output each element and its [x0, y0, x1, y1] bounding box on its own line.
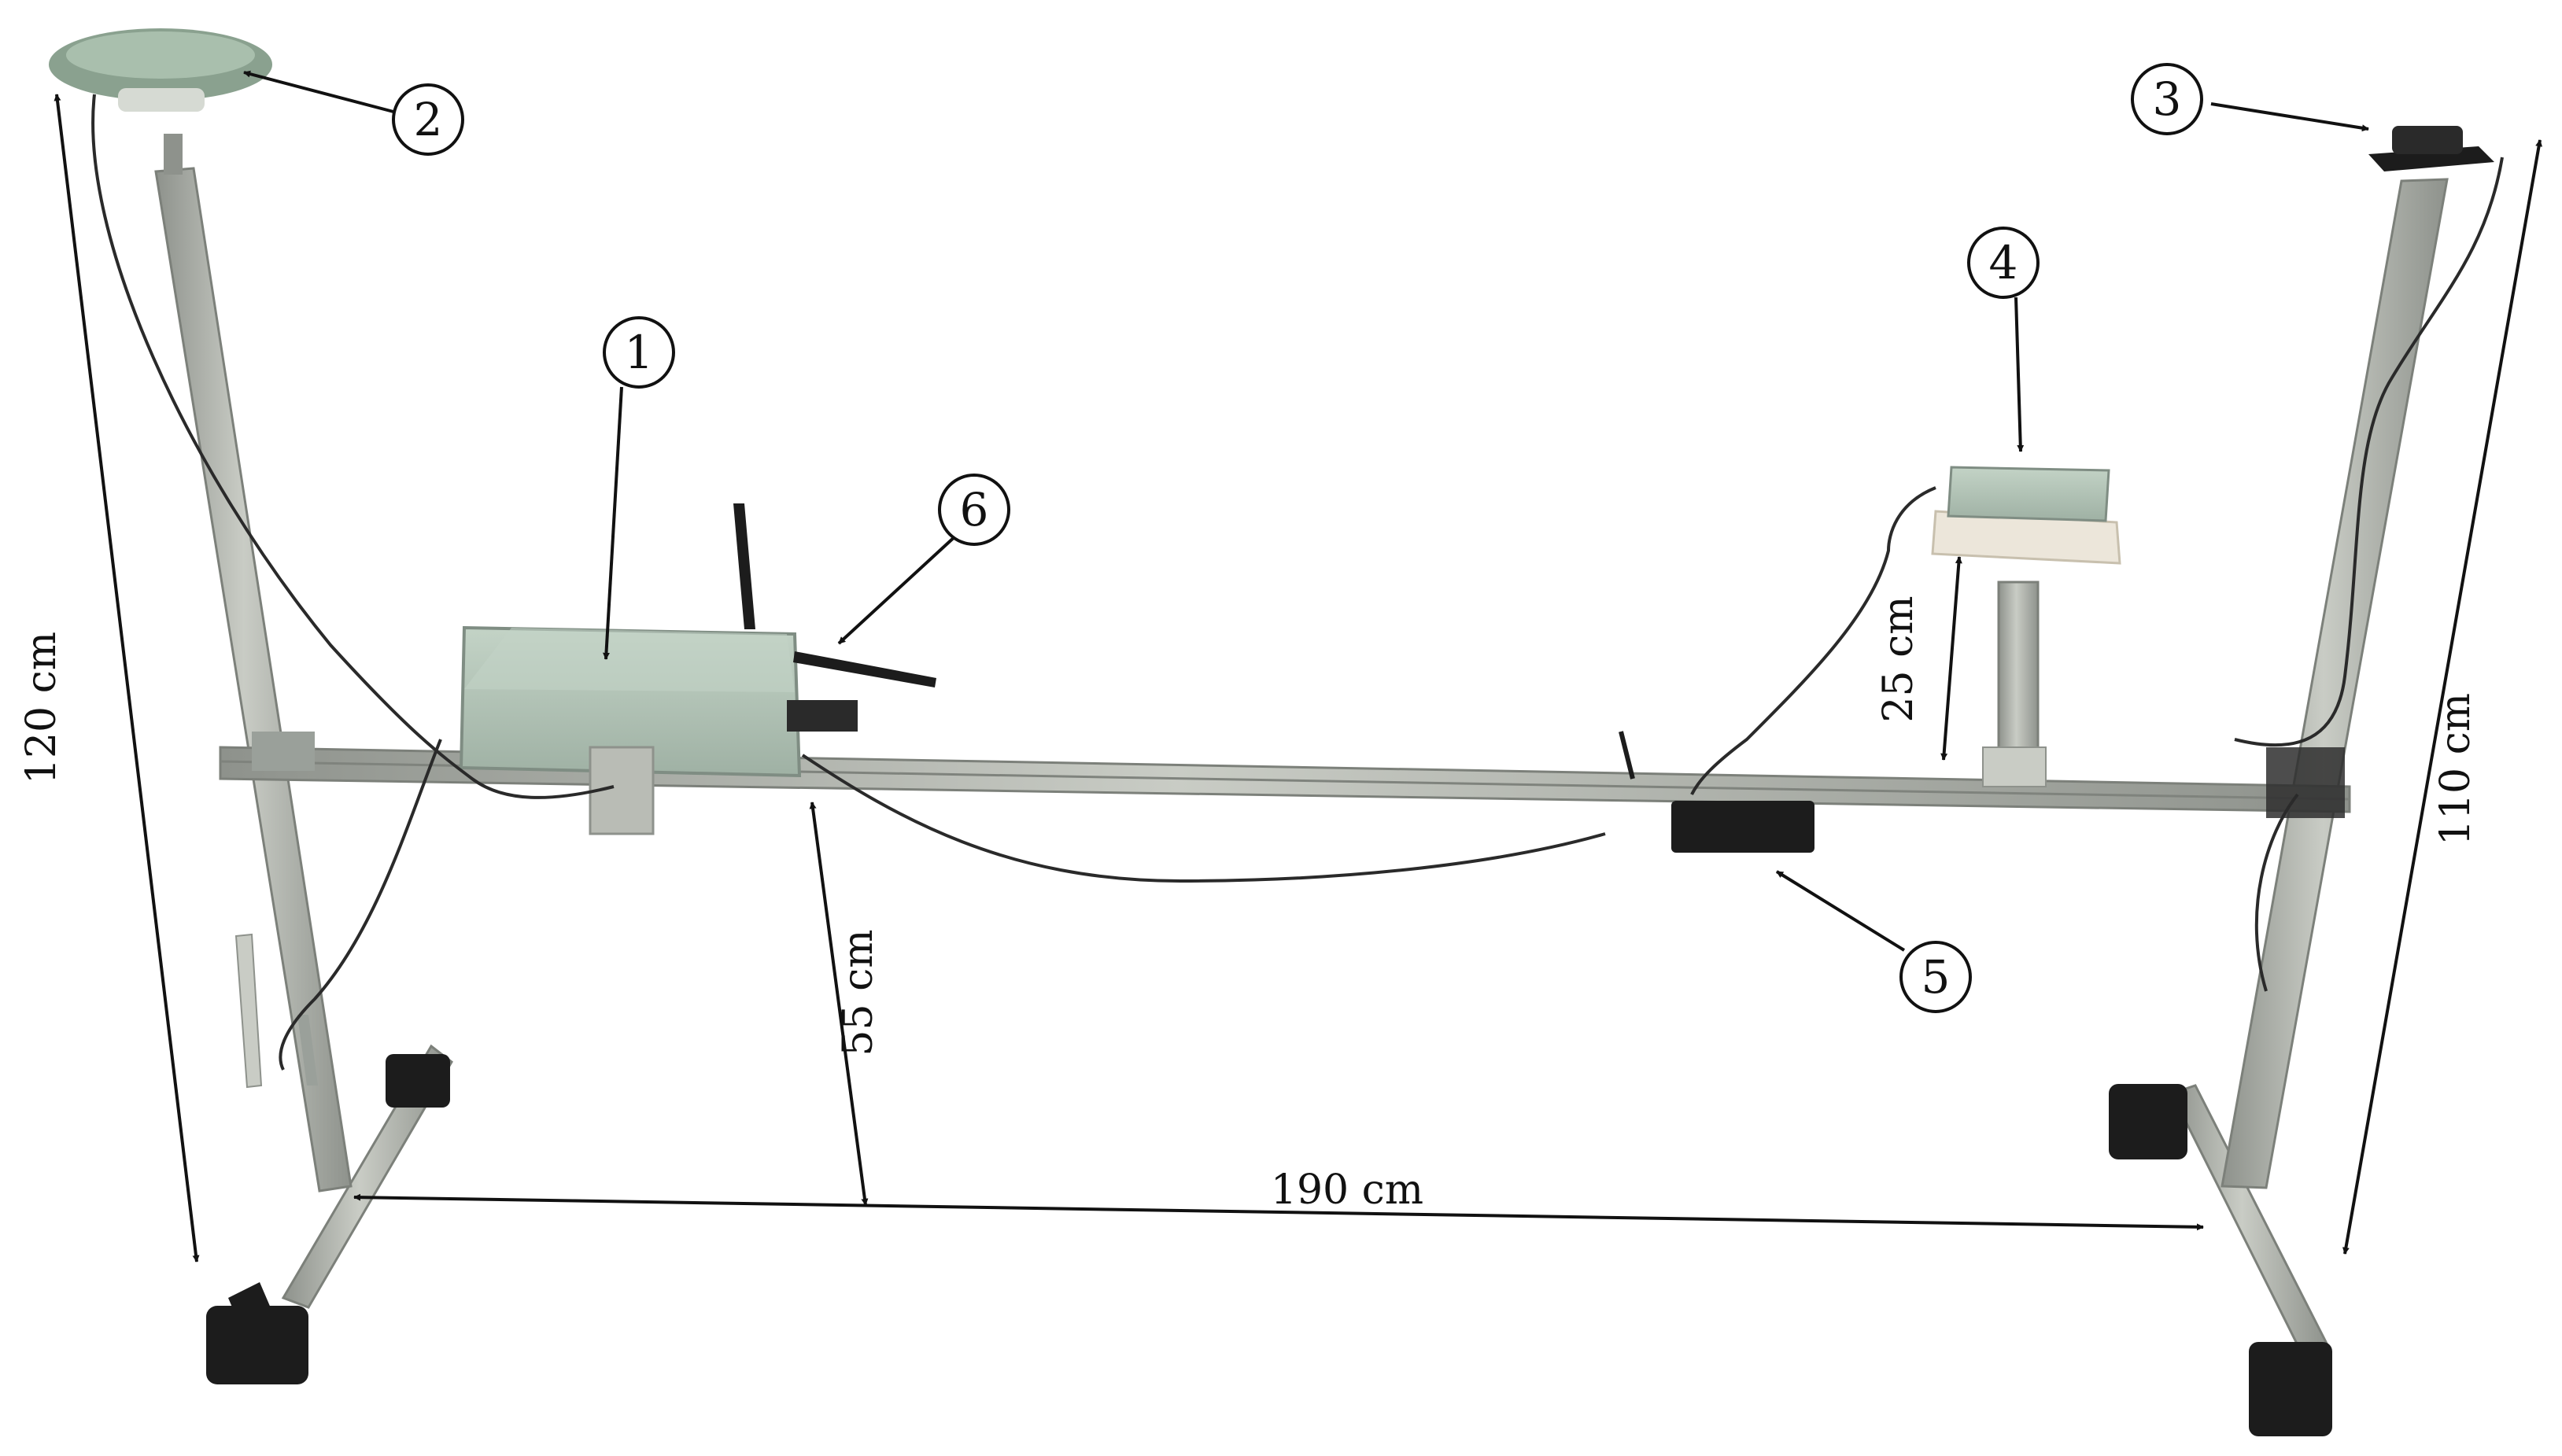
callout-number-5: 5: [1922, 950, 1951, 1004]
callout-circle-4: [1967, 227, 2040, 299]
imu-unit: [2368, 126, 2494, 171]
right-foot-back: [2109, 1084, 2187, 1159]
arrow-callout-5: [1775, 870, 1906, 952]
callout-circle-6: [938, 474, 1010, 546]
right-pole: [2221, 178, 2449, 1189]
arrow-callout-1: [602, 386, 623, 660]
dim-arrow-left-height: [54, 94, 200, 1262]
callout-number-2: 2: [414, 93, 443, 146]
dimension-labels: 120 cm 110 cm 190 cm 55 cm 25 cm: [18, 595, 2479, 1214]
dim-arrow-beam-height: [809, 802, 869, 1206]
right-base: [2109, 1084, 2332, 1436]
battery-box: [1619, 731, 1814, 853]
arrow-callout-3: [2210, 102, 2369, 132]
callout-circle-2: [392, 83, 464, 156]
callout-number-3: 3: [2153, 72, 2182, 126]
left-pole: [154, 134, 353, 1192]
dim-label-beam-height: 55 cm: [835, 929, 882, 1056]
left-foot-front: [206, 1306, 308, 1384]
dim-label-width: 190 cm: [1271, 1167, 1423, 1214]
dim-arrow-right-height: [2342, 139, 2543, 1255]
callout-circle-3: [2131, 63, 2203, 135]
gnss-antenna: [49, 28, 272, 112]
callout-circle-1: [603, 316, 675, 389]
cables: [91, 94, 2504, 1071]
arrow-callout-4: [2014, 297, 2025, 452]
callout-number-4: 4: [1989, 236, 2018, 289]
wifi-antennas: [733, 503, 936, 732]
left-foot-back: [386, 1054, 450, 1108]
callout-circles: [392, 63, 2203, 1013]
callout-number-6: 6: [960, 483, 989, 536]
dim-label-left-height: 120 cm: [18, 632, 65, 784]
dim-arrow-post-height: [1940, 556, 1962, 761]
dim-label-post-height: 25 cm: [1875, 595, 1922, 722]
right-foot-front: [2249, 1342, 2332, 1436]
callout-number-1: 1: [625, 326, 654, 379]
control-box: [459, 625, 802, 835]
callout-circle-5: [1899, 941, 1972, 1013]
left-base: [206, 1044, 453, 1384]
dim-label-right-height: 110 cm: [2432, 693, 2479, 846]
callout-numbers: 1 2 3 4 5 6: [414, 72, 2182, 1004]
dim-arrow-width: [353, 1193, 2204, 1231]
arrow-callout-2: [243, 70, 394, 113]
annotation-arrows: [54, 70, 2543, 1262]
sensor-box: [1931, 466, 2121, 787]
arrow-callout-6: [837, 533, 958, 645]
